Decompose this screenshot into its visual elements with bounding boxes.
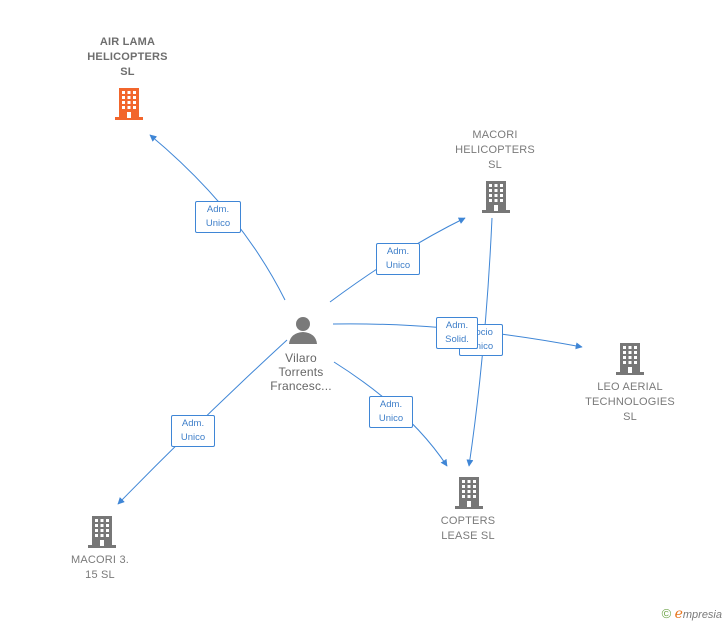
building-icon[interactable] [113, 86, 145, 120]
edge-tag-macori-helicopters: Adm. Unico [376, 243, 420, 275]
node-label-macori-helicopters[interactable]: MACORI HELICOPTERS SL [455, 129, 535, 171]
node-label-macori-3[interactable]: MACORI 3. 15 SL [70, 554, 130, 581]
footer-brand: © empresia [662, 606, 722, 622]
building-icon[interactable] [480, 178, 512, 214]
copyright-symbol: © [661, 606, 672, 621]
brand-logo-initial: e [674, 606, 683, 622]
building-icon[interactable] [453, 474, 485, 510]
brand-logo-text: mpresia [682, 609, 722, 621]
node-label-copters-lease[interactable]: COPTERS LEASE SL [440, 515, 496, 542]
person-icon[interactable] [288, 315, 318, 345]
edge-tag-macori-3: Adm. Unico [171, 415, 215, 447]
building-icon[interactable] [614, 340, 646, 376]
edge-tag-copters-lease: Adm. Unico [369, 396, 413, 428]
node-label-air-lama[interactable]: AIR LAMA HELICOPTERS SL [87, 36, 168, 78]
edge-tag-leo-aerial: Adm. Solid. [436, 317, 478, 349]
building-icon[interactable] [86, 513, 118, 549]
edge-tag-air-lama: Adm. Unico [195, 201, 241, 233]
node-label-person[interactable]: Vilaro Torrents Francesc... [270, 351, 332, 393]
node-label-leo-aerial[interactable]: LEO AERIAL TECHNOLOGIES SL [585, 381, 675, 423]
